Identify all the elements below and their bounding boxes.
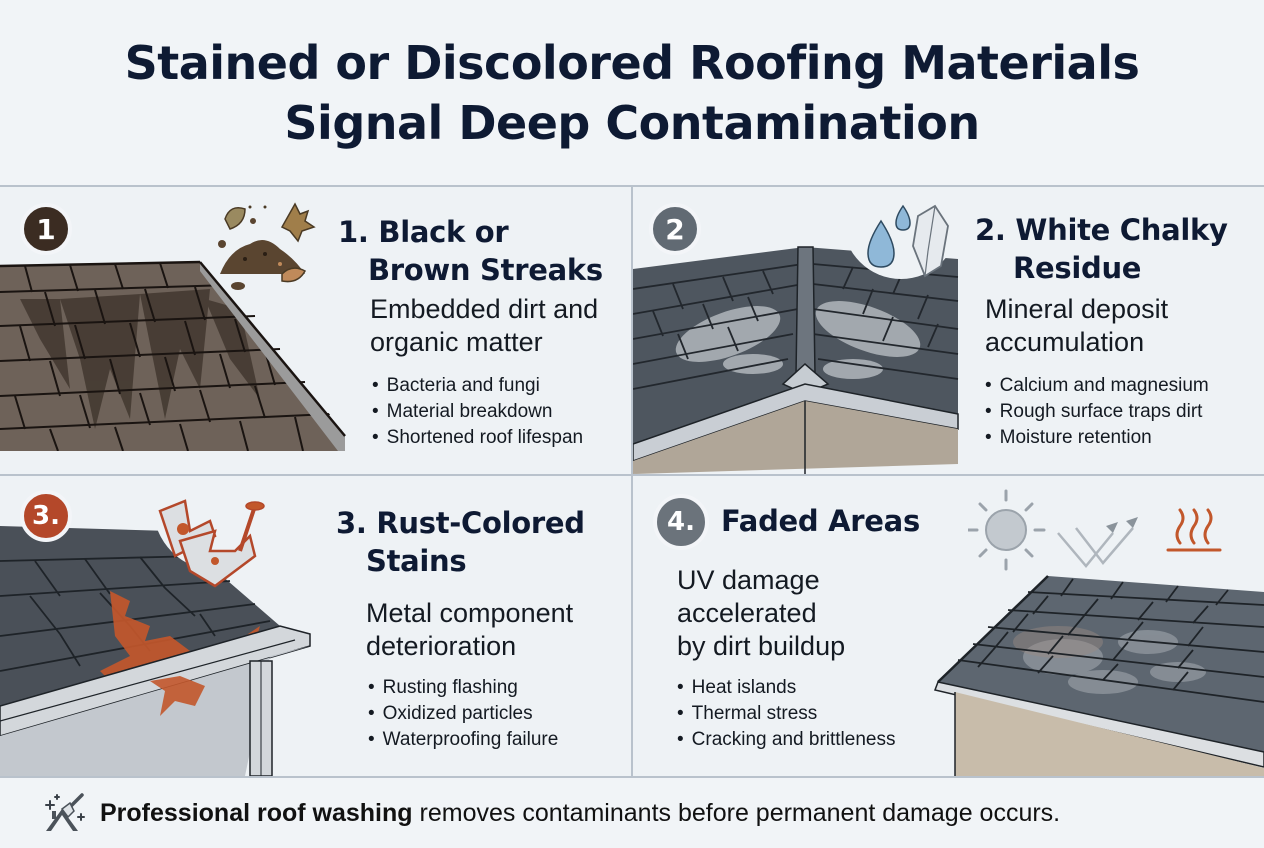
list-item: Calcium and magnesium: [985, 373, 1209, 399]
water-drop-crystal-icon: [867, 204, 949, 278]
panel-4-subhead: UV damage accelerated by dirt buildup: [677, 564, 845, 663]
panel-1-subhead-line2: organic matter: [370, 327, 543, 357]
rusted-flashing-nail-icon: [158, 499, 265, 588]
panel-3-heading-line2: Stains: [366, 544, 467, 578]
list-item: Oxidized particles: [368, 701, 558, 727]
list-item: Heat islands: [677, 675, 895, 701]
panel-2-bullets: Calcium and magnesium Rough surface trap…: [985, 373, 1209, 451]
panel-1-subhead-line1: Embedded dirt and: [370, 294, 599, 324]
panel-1-subhead: Embedded dirt and organic matter: [370, 293, 598, 359]
panel-3-heading-line1: Rust-Colored: [376, 506, 585, 540]
panel-2-subhead: Mineral deposit accumulation: [985, 293, 1168, 359]
panel-white-chalky-residue: 2 2. White Chalky Residue Mineral deposi…: [633, 189, 1264, 474]
title-band: Stained or Discolored Roofing Materials …: [0, 0, 1264, 187]
panel-4-subhead-line3: by dirt buildup: [677, 631, 846, 661]
panel-4-subhead-line2: accelerated: [677, 598, 817, 628]
panel-3-subhead: Metal component deterioration: [366, 597, 573, 663]
panel-1-heading: 1. Black or Brown Streaks: [338, 213, 603, 289]
panel-1-bullets: Bacteria and fungi Material breakdown Sh…: [372, 373, 583, 451]
panel-divider-middle: [0, 474, 1264, 476]
brown-roof-streaks-illustration: [0, 189, 346, 451]
list-item: Bacteria and fungi: [372, 373, 583, 399]
panel-3-bullets: Rusting flashing Oxidized particles Wate…: [368, 675, 559, 753]
roof-cleaning-brush-icon: [45, 793, 85, 831]
panel-faded-areas: 4. Faded Areas UV damage accelerated by …: [633, 476, 1264, 776]
panel-2-number: 2.: [975, 213, 1006, 247]
panel-1-number: 1.: [338, 215, 369, 249]
faded-roof-illustration: [933, 575, 1264, 776]
dirt-leaves-icon: [218, 202, 316, 290]
step-badge-2: 2: [649, 203, 701, 255]
step-badge-4: 4.: [653, 494, 709, 550]
panel-4-subhead-line1: UV damage: [677, 565, 820, 595]
panel-4-heading: Faded Areas: [721, 504, 920, 538]
panel-2-heading-line2: Residue: [1013, 251, 1142, 285]
panel-divider-vertical: [631, 187, 633, 776]
panel-3-number: 3.: [336, 506, 367, 540]
step-badge-3: 3.: [20, 490, 72, 542]
list-item: Cracking and brittleness: [677, 727, 896, 753]
page-title-line-2: Signal Deep Contamination: [284, 95, 980, 150]
list-item: Thermal stress: [677, 701, 895, 727]
panel-2-subhead-line2: accumulation: [985, 327, 1145, 357]
page-title-line-1: Stained or Discolored Roofing Materials: [124, 35, 1140, 90]
footer-message-rest: removes contaminants before permanent da…: [412, 798, 1061, 827]
panel-rust-colored-stains: 3. 3. Rust-Colored Stains Metal componen…: [0, 476, 631, 776]
panel-2-heading-line1: White Chalky: [1015, 213, 1228, 247]
footer-message: Professional roof washing removes contam…: [100, 799, 1060, 828]
footer-banner: Professional roof washing removes contam…: [0, 778, 1264, 848]
list-item: Shortened roof lifespan: [372, 425, 583, 451]
panel-4-bullets: Heat islands Thermal stress Cracking and…: [677, 675, 896, 753]
list-item: Waterproofing failure: [368, 727, 559, 753]
list-item: Rough surface traps dirt: [985, 399, 1209, 425]
panel-black-brown-streaks: 1 1. Black or Brown Streaks Embedded dir…: [0, 189, 631, 474]
footer-message-bold: Professional roof washing: [100, 798, 413, 827]
list-item: Material breakdown: [372, 399, 583, 425]
panel-3-subhead-line2: deterioration: [366, 631, 517, 661]
panel-2-heading: 2. White Chalky Residue: [975, 211, 1228, 287]
panel-3-subhead-line1: Metal component: [366, 598, 574, 628]
list-item: Rusting flashing: [368, 675, 558, 701]
step-badge-1: 1: [20, 203, 72, 255]
panel-divider-bottom: [0, 776, 1264, 778]
panel-3-heading: 3. Rust-Colored Stains: [336, 504, 585, 580]
panel-1-heading-line1: Black or: [378, 215, 509, 249]
sun-uv-heat-icon: [968, 489, 1222, 571]
panel-2-subhead-line1: Mineral deposit: [985, 294, 1169, 324]
panel-1-heading-line2: Brown Streaks: [368, 253, 603, 287]
list-item: Moisture retention: [985, 425, 1209, 451]
